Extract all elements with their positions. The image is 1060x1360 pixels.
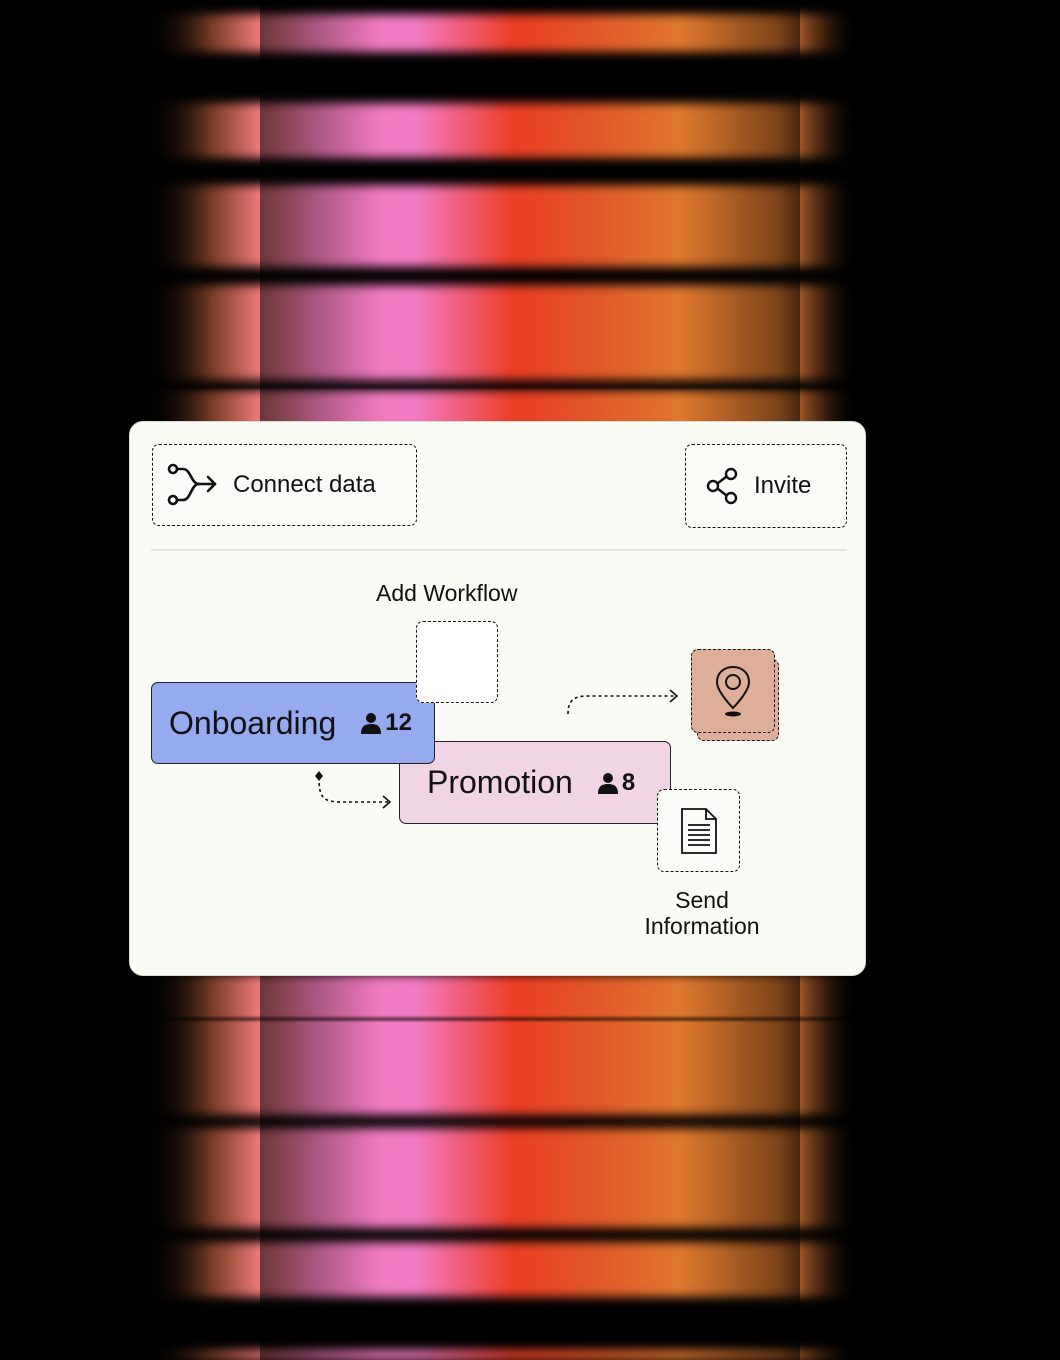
promotion-count-value: 8 (621, 768, 636, 796)
share-icon (706, 467, 740, 505)
branch-icon (167, 462, 219, 508)
workflow-card: Connect data Invite Add Workflow Onboard… (129, 421, 866, 976)
onboarding-count-value: 12 (385, 709, 412, 736)
send-information-label: Send Information (644, 887, 760, 939)
user-icon (597, 772, 622, 794)
promotion-count: 8 (597, 769, 635, 797)
onboarding-node[interactable]: Onboarding 12 (151, 682, 435, 764)
location-pin-icon (713, 664, 753, 718)
user-icon (360, 712, 385, 734)
add-workflow-slot[interactable] (416, 621, 498, 703)
location-tile[interactable] (691, 649, 775, 733)
onboarding-label: Onboarding (169, 704, 337, 741)
send-information-tile[interactable] (657, 789, 740, 872)
add-workflow-label: Add Workflow (376, 580, 518, 606)
promotion-node[interactable]: Promotion 8 (399, 741, 671, 824)
invite-label: Invite (754, 472, 812, 499)
connect-data-button[interactable]: Connect data (152, 444, 417, 526)
promotion-label: Promotion (427, 764, 573, 800)
invite-button[interactable]: Invite (685, 444, 847, 528)
onboarding-count: 12 (360, 709, 412, 737)
divider (151, 549, 847, 551)
document-icon (680, 807, 718, 855)
connect-data-label: Connect data (233, 471, 376, 498)
